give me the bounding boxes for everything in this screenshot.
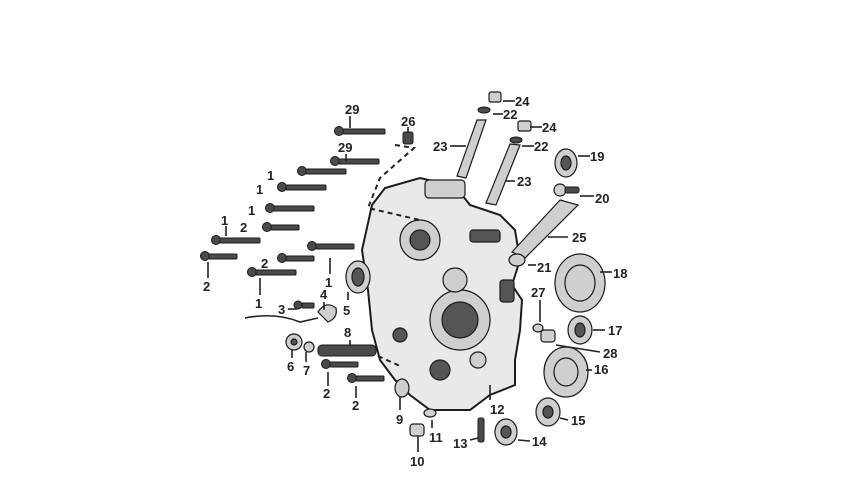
- bolt-1c: [265, 203, 315, 213]
- part-8-spring: [317, 344, 377, 357]
- callout-5: 5: [343, 303, 350, 318]
- callout-18: 18: [613, 266, 627, 281]
- callout-2: 2: [203, 279, 210, 294]
- callout-9: 9: [396, 412, 403, 427]
- bolt-2c: [277, 253, 315, 263]
- callout-6: 6: [287, 359, 294, 374]
- callout-22: 22: [534, 139, 548, 154]
- callout-12: 12: [490, 402, 504, 417]
- part-5-oil-seal-inner: [351, 267, 365, 287]
- callout-10: 10: [410, 454, 424, 469]
- bolt-29b: [330, 156, 380, 166]
- callout-2: 2: [261, 256, 268, 271]
- bolt-2d: [321, 359, 359, 369]
- bolt-3: [293, 300, 315, 310]
- callout-1: 1: [248, 203, 255, 218]
- callout-17: 17: [608, 323, 622, 338]
- callout-1: 1: [221, 213, 228, 228]
- bolt-1a: [297, 166, 347, 176]
- part-19-seal: [554, 148, 578, 178]
- callout-2: 2: [240, 220, 247, 235]
- bolt-1d: [211, 235, 261, 245]
- bolt-1e: [307, 241, 355, 251]
- crankcase-half: [360, 176, 524, 411]
- part-6-cap: [285, 333, 303, 351]
- bolt-2a: [262, 222, 300, 232]
- callout-1: 1: [325, 275, 332, 290]
- callout-21: 21: [537, 260, 551, 275]
- part-7-washer: [303, 341, 315, 353]
- callout-23: 23: [433, 139, 447, 154]
- part-22-washer-a: [477, 106, 491, 114]
- callout-8: 8: [344, 325, 351, 340]
- part-21-washer: [508, 253, 526, 267]
- part-18-bearing: [554, 253, 606, 313]
- part-10-plug: [409, 423, 425, 437]
- callout-28: 28: [603, 346, 617, 361]
- callout-14: 14: [532, 434, 547, 449]
- callout-1: 1: [267, 168, 274, 183]
- callout-22: 22: [503, 107, 517, 122]
- callout-13: 13: [453, 436, 467, 451]
- assembly-line: [366, 144, 421, 221]
- part-27-o-ring: [532, 323, 544, 333]
- bolt-group-left: [200, 126, 386, 383]
- bolt-1b: [277, 182, 327, 192]
- callout-26: 26: [401, 114, 415, 129]
- part-24-nut-a: [488, 91, 502, 103]
- callout-2: 2: [323, 386, 330, 401]
- leader-lines: [207, 100, 612, 452]
- bolt-1f: [247, 267, 297, 277]
- part-15-bearing: [535, 397, 561, 427]
- callout-15: 15: [571, 413, 585, 428]
- callout-1: 1: [255, 296, 262, 311]
- part-23-shaft-a: [456, 119, 487, 179]
- part-25-arm: [510, 199, 580, 259]
- part-17-seal: [567, 315, 593, 345]
- callout-24: 24: [515, 94, 530, 109]
- part-26-dowel: [402, 131, 414, 145]
- callout-27: 27: [531, 285, 545, 300]
- part-24-nut-b: [517, 120, 532, 132]
- part-23-shaft-b: [485, 143, 521, 206]
- callout-2: 2: [352, 398, 359, 413]
- bolt-2b: [200, 251, 238, 261]
- bolt-2e: [347, 373, 385, 383]
- callout-16: 16: [594, 362, 608, 377]
- bolt-29a: [334, 126, 386, 136]
- part-28-plug: [540, 329, 556, 343]
- part-9-seal: [394, 378, 410, 398]
- callout-29: 29: [345, 102, 359, 117]
- assembly-line: [377, 355, 401, 367]
- part-13-sensor: [477, 417, 485, 443]
- part-14-bearing: [494, 418, 518, 446]
- callout-19: 19: [590, 149, 604, 164]
- callout-20: 20: [595, 191, 609, 206]
- callout-11: 11: [429, 430, 443, 445]
- callout-29: 29: [338, 140, 352, 155]
- part-20-lever: [553, 183, 580, 197]
- callout-3: 3: [278, 302, 285, 317]
- callout-7: 7: [303, 363, 310, 378]
- part-11-o-ring: [423, 408, 437, 418]
- part-16-bearing: [543, 346, 589, 398]
- callout-labels: 29 29 26 24 22 24 22 23 23 19 20 25 21 1…: [203, 94, 627, 469]
- callout-23: 23: [517, 174, 531, 189]
- callout-24: 24: [542, 120, 557, 135]
- part-22-washer-b: [509, 136, 523, 144]
- callout-25: 25: [572, 230, 586, 245]
- callout-1: 1: [256, 182, 263, 197]
- callout-4: 4: [320, 287, 328, 302]
